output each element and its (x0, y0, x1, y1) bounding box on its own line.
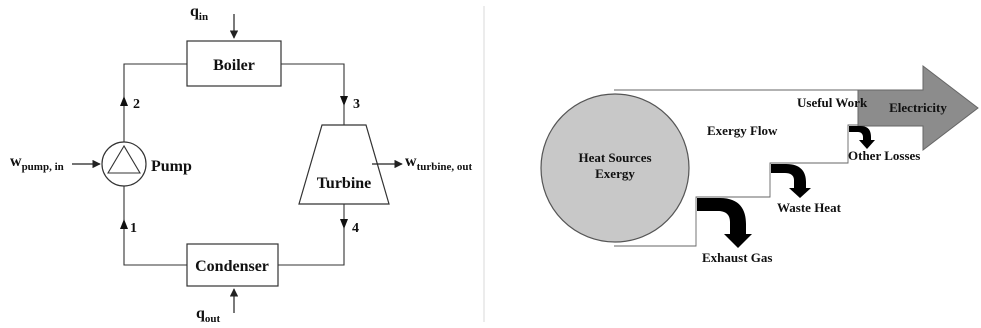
heat-sources-label-1: Heat Sources (578, 150, 651, 165)
state-label-4: 4 (352, 221, 359, 236)
condenser-box (186, 243, 279, 287)
q-out-label: qout (196, 305, 221, 325)
heat-sources-label-2: Exergy (595, 166, 635, 181)
waste-heat-label: Waste Heat (777, 200, 842, 215)
other-losses-loss-arrow (849, 126, 875, 149)
w-turbine-label: wturbine, out (405, 153, 473, 173)
exergy-flow-label: Exergy Flow (707, 123, 778, 138)
electricity-label: Electricity (889, 100, 947, 115)
turbine-shape (298, 124, 390, 205)
boiler-box (186, 40, 282, 87)
flow-arrow-3 (340, 96, 348, 106)
q-out-sub: out (205, 313, 221, 325)
wire-boiler-to-turbine (281, 63, 345, 125)
flow-arrow-1 (120, 219, 128, 229)
flow-arrow-2 (120, 96, 128, 106)
q-in-label: qin (190, 3, 208, 23)
exhaust-gas-loss-arrow (697, 198, 752, 248)
w-turbine-main: w (405, 153, 417, 170)
state-label-2: 2 (133, 97, 140, 112)
heat-sources-circle (540, 93, 690, 243)
flow-bottom-step-line (614, 124, 858, 247)
turbine-label: Turbine (317, 175, 372, 192)
w-pump-main: w (10, 153, 22, 170)
pump-label: Pump (151, 158, 192, 175)
other-losses-label: Other Losses (848, 148, 920, 163)
boiler-label: Boiler (213, 57, 255, 74)
useful-work-label: Useful Work (797, 95, 868, 110)
q-out-main: q (196, 305, 205, 322)
electricity-arrow (857, 64, 979, 152)
pump-circle (101, 141, 147, 187)
pump-triangle (107, 144, 141, 174)
flow-arrow-4 (340, 219, 348, 229)
wire-turbine-to-condenser (278, 204, 345, 266)
q-in-sub: in (199, 11, 208, 23)
w-turbine-sub: turbine, out (417, 161, 473, 173)
wire-condenser-to-pump (123, 186, 187, 266)
q-in-main: q (190, 3, 199, 20)
w-pump-label: wpump, in (10, 153, 64, 173)
exhaust-gas-label: Exhaust Gas (702, 250, 772, 265)
waste-heat-loss-arrow (771, 164, 811, 198)
wire-pump-to-boiler (123, 63, 187, 142)
rankine-cycle-diagram: 2 1 3 4 Boiler Condenser Turbine Pump qi… (10, 3, 473, 325)
exergy-flow-diagram: Heat Sources Exergy Useful Work Electric… (540, 64, 979, 265)
state-label-1: 1 (130, 221, 137, 236)
state-label-3: 3 (353, 97, 360, 112)
condenser-label: Condenser (195, 258, 269, 275)
w-pump-sub: pump, in (22, 161, 64, 173)
